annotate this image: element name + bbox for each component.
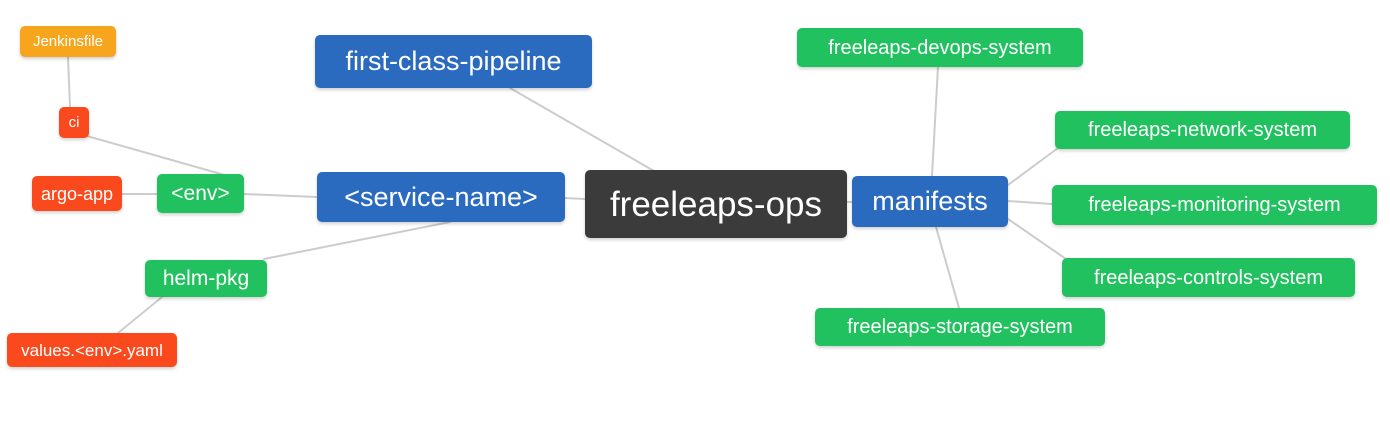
edge-jenkinsfile-ci bbox=[67, 56, 71, 108]
node-freeleaps-storage-system[interactable]: freeleaps-storage-system bbox=[815, 308, 1105, 346]
node-freeleaps-devops-system[interactable]: freeleaps-devops-system bbox=[797, 28, 1083, 67]
node-freeleaps-controls-system[interactable]: freeleaps-controls-system bbox=[1062, 258, 1355, 297]
node-jenkinsfile[interactable]: Jenkinsfile bbox=[20, 26, 116, 57]
node-values-env-yaml[interactable]: values.<env>.yaml bbox=[7, 333, 177, 367]
edge-manifests-freeleaps-monitoring-system bbox=[1007, 200, 1053, 205]
node-freeleaps-ops[interactable]: freeleaps-ops bbox=[585, 170, 847, 238]
edge-ci-env bbox=[86, 135, 229, 177]
node-first-class-pipeline[interactable]: first-class-pipeline bbox=[315, 35, 592, 88]
edge-first-class-pipeline-freeleaps-ops bbox=[509, 87, 655, 172]
node-argo-app[interactable]: argo-app bbox=[32, 176, 122, 211]
edge-manifests-freeleaps-devops-system bbox=[931, 66, 939, 177]
node-manifests[interactable]: manifests bbox=[852, 176, 1008, 227]
edge-manifests-freeleaps-controls-system bbox=[1007, 218, 1067, 260]
node-freeleaps-network-system[interactable]: freeleaps-network-system bbox=[1055, 111, 1350, 149]
edge-service-name-freeleaps-ops bbox=[564, 197, 586, 200]
edge-manifests-freeleaps-network-system bbox=[1007, 147, 1059, 186]
node-helm-pkg[interactable]: helm-pkg bbox=[145, 260, 267, 297]
edge-helm-pkg-service-name bbox=[263, 221, 451, 260]
node-env[interactable]: <env> bbox=[157, 174, 244, 213]
edge-values-env-yaml-helm-pkg bbox=[117, 296, 163, 334]
edge-env-service-name bbox=[243, 193, 318, 198]
node-freeleaps-monitoring-system[interactable]: freeleaps-monitoring-system bbox=[1052, 185, 1377, 225]
edge-manifests-freeleaps-storage-system bbox=[935, 226, 960, 309]
node-service-name[interactable]: <service-name> bbox=[317, 172, 565, 222]
node-ci[interactable]: ci bbox=[59, 107, 89, 138]
